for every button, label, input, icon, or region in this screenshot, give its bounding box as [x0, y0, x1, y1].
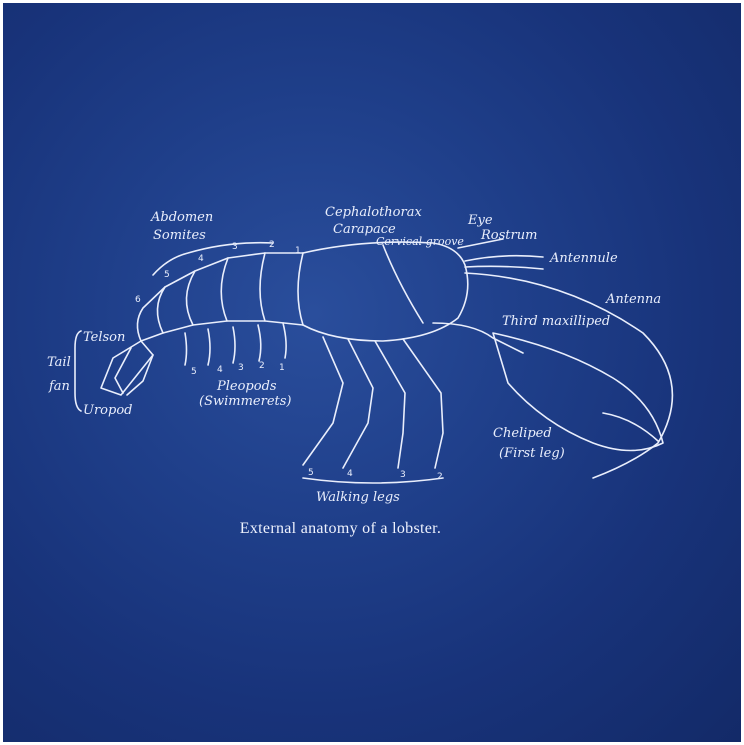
label-antenna: Antenna — [606, 293, 661, 306]
walking-leg-number-4: 4 — [347, 470, 353, 479]
abdomen-segment-2 — [260, 253, 303, 325]
label-rostrum: Rostrum — [481, 229, 537, 242]
cheliped-pincer — [603, 413, 658, 441]
walking-leg-2 — [403, 339, 443, 468]
somite-number-2: 2 — [269, 241, 275, 250]
label-pleopods: Pleopods — [217, 380, 277, 393]
pleopod-number-3: 3 — [238, 364, 244, 373]
diagram-frame: Abdomen Somites Cephalothorax Carapace C… — [3, 3, 741, 742]
pleopod-3 — [233, 327, 235, 363]
antennule-lines — [465, 256, 543, 269]
label-somites: Somites — [153, 229, 206, 242]
abdomen-segment-3 — [221, 253, 265, 321]
somite-number-3: 3 — [232, 243, 238, 252]
somite-number-5: 5 — [164, 271, 170, 280]
pleopod-number-4: 4 — [217, 366, 223, 375]
label-cephalothorax: Cephalothorax — [325, 206, 422, 219]
pleopod-number-5: 5 — [191, 368, 197, 377]
somite-number-1: 1 — [295, 247, 301, 256]
walking-leg-number-5: 5 — [308, 469, 314, 478]
somite-number-6: 6 — [135, 296, 141, 305]
abdomen-bracket — [153, 243, 273, 275]
label-telson: Telson — [83, 331, 125, 344]
label-first-leg: (First leg) — [499, 447, 565, 460]
label-antennule: Antennule — [550, 252, 618, 265]
cervical-groove-line — [383, 245, 423, 323]
diagram-caption: External anatomy of a lobster. — [3, 520, 678, 538]
walking-leg-3 — [375, 341, 405, 468]
pleopod-number-2: 2 — [259, 362, 265, 371]
abdomen-segment-5 — [157, 271, 195, 333]
label-eye: Eye — [468, 214, 493, 227]
label-third-maxilliped: Third maxilliped — [502, 315, 610, 328]
label-uropod: Uropod — [83, 404, 132, 417]
pleopod-number-1: 1 — [279, 364, 285, 373]
somite-number-4: 4 — [198, 255, 204, 264]
label-cheliped: Cheliped — [493, 427, 552, 440]
walking-legs-bracket — [303, 478, 443, 483]
uropod-outline — [115, 348, 153, 395]
label-fan: fan — [49, 380, 70, 393]
label-abdomen: Abdomen — [151, 211, 213, 224]
pleopod-5 — [185, 333, 187, 365]
abdomen-segment-1 — [298, 253, 303, 325]
label-swimmerets: (Swimmerets) — [199, 395, 292, 408]
walking-leg-number-3: 3 — [400, 471, 406, 480]
pleopod-4 — [208, 329, 210, 365]
label-cervical-groove: Cervical groove — [376, 236, 464, 247]
telson-outline — [101, 341, 153, 395]
pleopod-1 — [283, 323, 286, 358]
tail-bracket — [75, 331, 81, 411]
lobster-drawing — [3, 3, 741, 742]
pleopod-2 — [258, 325, 261, 361]
walking-leg-5 — [303, 337, 343, 465]
walking-leg-4 — [343, 339, 373, 468]
carapace-outline — [303, 242, 468, 341]
label-walking-legs: Walking legs — [316, 491, 400, 504]
label-tail: Tail — [47, 356, 71, 369]
walking-leg-number-2: 2 — [437, 473, 443, 482]
